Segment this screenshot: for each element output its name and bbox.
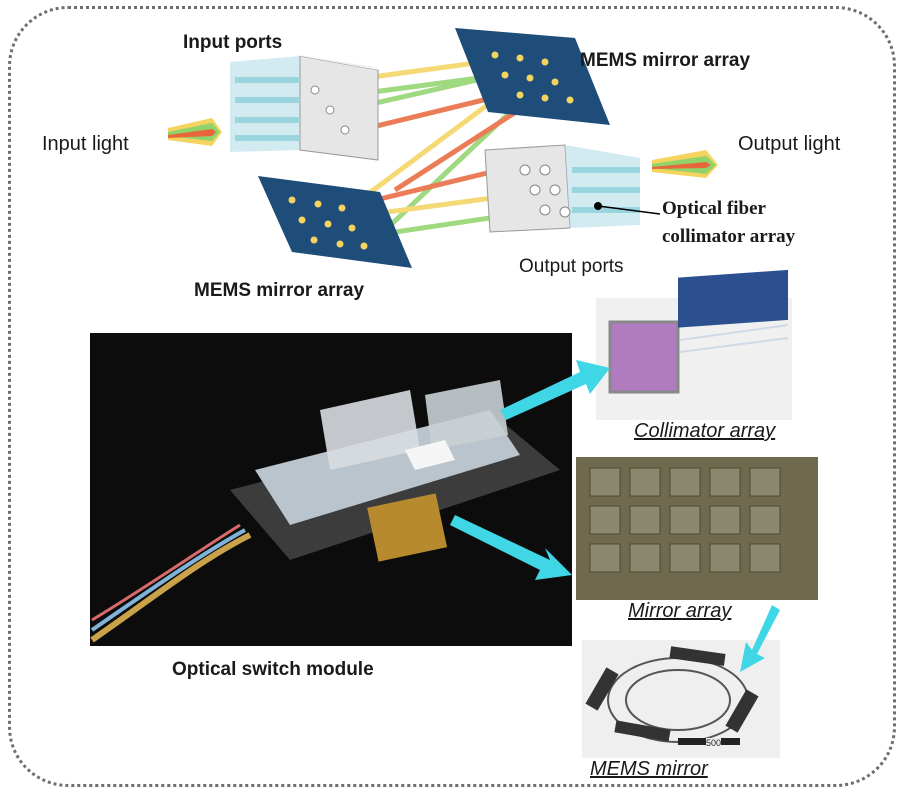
module-label: Optical switch module bbox=[172, 659, 374, 680]
output-ports-block bbox=[484, 144, 640, 233]
mems-mirror-array-bottom bbox=[258, 176, 412, 268]
mems-mirror-label: MEMS mirror bbox=[590, 758, 708, 780]
output-light-label: Output light bbox=[738, 133, 841, 155]
input-ports-block bbox=[230, 54, 379, 161]
mirror-array-grid bbox=[589, 467, 781, 573]
collimator-label: Collimator array bbox=[634, 420, 776, 442]
arrow-to-mirror-array bbox=[450, 515, 572, 580]
module-device bbox=[90, 380, 571, 643]
collimator-device bbox=[608, 269, 789, 394]
fiber-label-line1: Optical fiber bbox=[662, 198, 766, 219]
arrow-to-mems-mirror bbox=[740, 605, 780, 672]
output-ports-label: Output ports bbox=[519, 256, 624, 277]
scale-bar-text: 500 bbox=[706, 738, 722, 748]
dotted-frame bbox=[8, 6, 896, 787]
output-light-arrow bbox=[652, 150, 718, 178]
cyan-arrows bbox=[450, 360, 780, 672]
fiber-label-line2: collimator array bbox=[662, 226, 796, 247]
mems-array-top-label: MEMS mirror array bbox=[580, 50, 751, 71]
input-light-arrow bbox=[168, 118, 222, 146]
beam bbox=[374, 212, 511, 238]
mirror-array-label: Mirror array bbox=[628, 600, 732, 622]
input-ports-label: Input ports bbox=[183, 32, 283, 53]
mems-array-bottom-label: MEMS mirror array bbox=[194, 280, 365, 301]
pointer-line bbox=[597, 205, 661, 215]
mems-mirror-array-top bbox=[455, 28, 610, 125]
input-light-label: Input light bbox=[42, 133, 129, 155]
arrow-to-collimator bbox=[500, 360, 610, 420]
